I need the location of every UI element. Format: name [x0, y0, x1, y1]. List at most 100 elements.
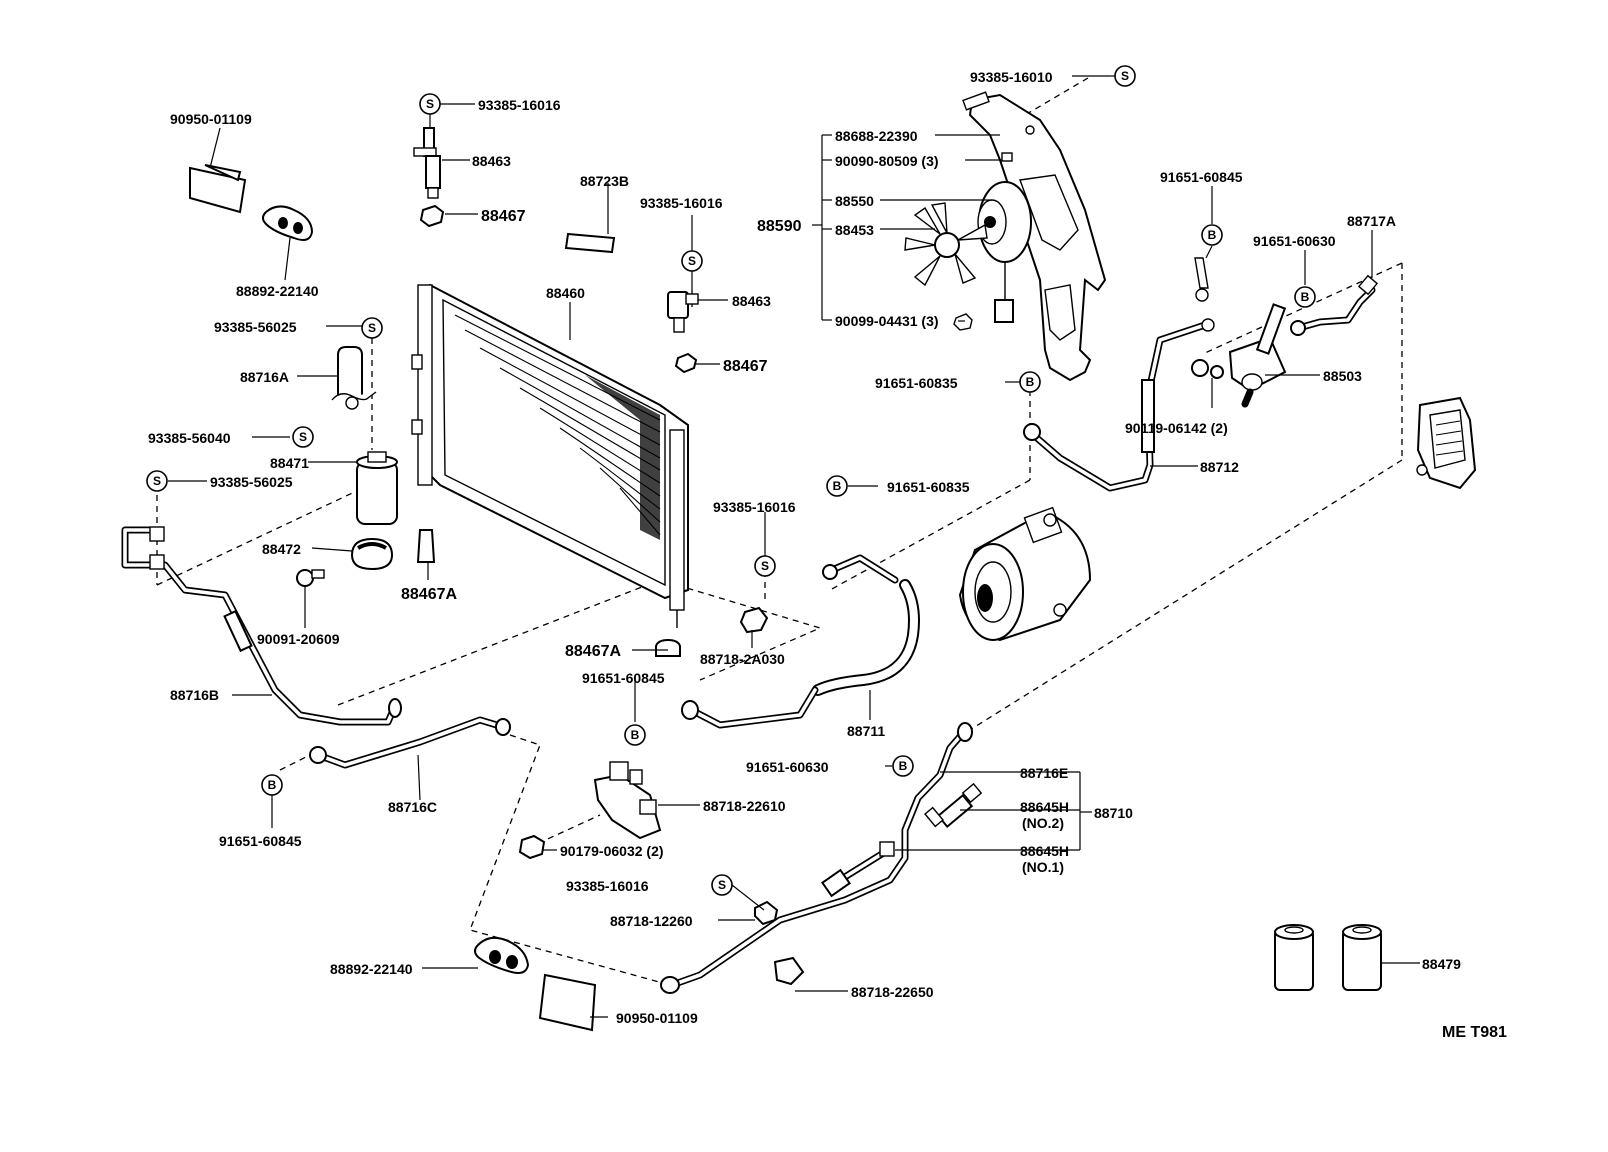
label-90090-80509: 90090-80509 (3)	[835, 153, 939, 169]
label-91651-60630: 91651-60630	[746, 759, 829, 775]
leader-lines	[168, 75, 1420, 1018]
pipe-88717a	[1290, 274, 1379, 336]
badge-s: S	[754, 555, 776, 577]
sensor-88463-a	[413, 127, 441, 199]
expansion-valve-88645h-no2	[924, 782, 983, 829]
cap-88467a-b	[655, 638, 681, 657]
label-88471: 88471	[270, 455, 309, 471]
label-88717a: 88717A	[1347, 213, 1396, 229]
label-88718-22650: 88718-22650	[851, 984, 934, 1000]
label-88716e: 88716E	[1020, 765, 1068, 781]
label-88453: 88453	[835, 222, 874, 238]
badge-b: B	[826, 475, 848, 497]
svg-text:B: B	[833, 479, 842, 493]
svg-text:S: S	[1121, 69, 1129, 83]
badge-b: B	[261, 774, 283, 796]
svg-text:S: S	[688, 254, 696, 268]
svg-text:B: B	[1301, 290, 1310, 304]
label-93385-16010: 93385-16010	[970, 69, 1053, 85]
magnetic-valve-88503	[1191, 303, 1287, 408]
badge-b: B	[1019, 371, 1041, 393]
hose-88712	[1023, 318, 1215, 492]
label-88472: 88472	[262, 541, 301, 557]
clamp-88718-2a030	[739, 606, 769, 634]
label-88463: 88463	[472, 153, 511, 169]
badges: S S S S S S S S B B B B B B B	[146, 65, 1316, 896]
desiccant-88479	[1274, 924, 1382, 991]
bracket-88472	[296, 537, 394, 587]
part-labels: 90950-01109 88892-22140 93385-16016 8846…	[148, 69, 1507, 1041]
label-88467a: 88467A	[401, 586, 457, 603]
label-88479: 88479	[1422, 956, 1461, 972]
fan-motor-88550	[977, 181, 1032, 323]
label-91651-60845: 91651-60845	[1160, 169, 1243, 185]
label-88723b: 88723B	[580, 173, 629, 189]
dashed-assembly-lines	[156, 77, 1403, 986]
label-93385-16016: 93385-16016	[566, 878, 649, 894]
label-88467a: 88467A	[565, 643, 621, 660]
label-88892-22140: 88892-22140	[236, 283, 319, 299]
label-no2: (NO.2)	[1022, 815, 1064, 831]
label-88718-2a030: 88718-2A030	[700, 651, 785, 667]
nut-90179-06032	[518, 834, 546, 860]
label-88711: 88711	[847, 723, 885, 739]
cap-88467a-a	[416, 529, 436, 563]
svg-text:B: B	[268, 778, 277, 792]
svg-text:S: S	[153, 474, 161, 488]
label-88892-22140: 88892-22140	[330, 961, 413, 977]
badge-s: S	[711, 874, 733, 896]
label-91651-60835: 91651-60835	[875, 375, 958, 391]
svg-text:B: B	[1026, 375, 1035, 389]
svg-text:S: S	[761, 559, 769, 573]
bolt-90099-04431	[953, 313, 973, 331]
svg-text:S: S	[299, 430, 307, 444]
label-88460: 88460	[546, 285, 585, 301]
label-88712: 88712	[1200, 459, 1239, 475]
badge-b: B	[1201, 224, 1223, 246]
label-93385-56025: 93385-56025	[214, 319, 297, 335]
label-88716a: 88716A	[240, 369, 289, 385]
label-90091-20609: 90091-20609	[257, 631, 340, 647]
label-88590: 88590	[757, 218, 802, 235]
fan-bracket-88688-22390	[962, 91, 1107, 382]
label-88718-22610: 88718-22610	[703, 798, 786, 814]
label-93385-16016: 93385-16016	[713, 499, 796, 515]
svg-text:B: B	[631, 728, 640, 742]
badge-s: S	[419, 93, 441, 115]
bolt-91651-60845-c	[1194, 257, 1209, 289]
label-90950-01109: 90950-01109	[616, 1010, 698, 1026]
svg-text:B: B	[1208, 228, 1217, 242]
label-88718-12260: 88718-12260	[610, 913, 693, 929]
badge-s: S	[361, 317, 383, 339]
bracket-88718-22610	[593, 761, 662, 840]
label-91651-60845: 91651-60845	[219, 833, 302, 849]
svg-text:S: S	[426, 97, 434, 111]
svg-text:S: S	[368, 321, 376, 335]
label-90119-06142: 90119-06142 (2)	[1125, 420, 1228, 436]
bolt-head-91651-60845-c	[1195, 288, 1209, 302]
label-88645h-no1: 88645H	[1020, 843, 1069, 859]
label-93385-56025: 93385-56025	[210, 474, 293, 490]
nut-88467-a	[419, 204, 445, 228]
badge-s: S	[292, 426, 314, 448]
badge-b: B	[624, 724, 646, 746]
label-91651-60845: 91651-60845	[582, 670, 665, 686]
label-88463: 88463	[732, 293, 771, 309]
label-88710: 88710	[1094, 805, 1133, 821]
pad-90950-01109-b	[538, 973, 597, 1032]
clamp-88716a	[331, 346, 377, 410]
clamp-88718-22650	[773, 956, 805, 986]
label-91651-60630: 91651-60630	[1253, 233, 1336, 249]
evaporator-unit	[1416, 396, 1477, 490]
pipe-88716c	[309, 716, 511, 769]
label-88467: 88467	[723, 358, 768, 375]
label-88716c: 88716C	[388, 799, 437, 815]
reference-code: ME T981	[1442, 1024, 1507, 1041]
hose-88711	[681, 554, 920, 729]
badge-s: S	[1114, 65, 1136, 87]
receiver-drier-88471	[356, 451, 398, 525]
label-93385-56040: 93385-56040	[148, 430, 231, 446]
label-90179-06032: 90179-06032 (2)	[560, 843, 664, 859]
grommet-88892-22140-b	[474, 936, 530, 974]
tape-88723b	[564, 232, 616, 254]
